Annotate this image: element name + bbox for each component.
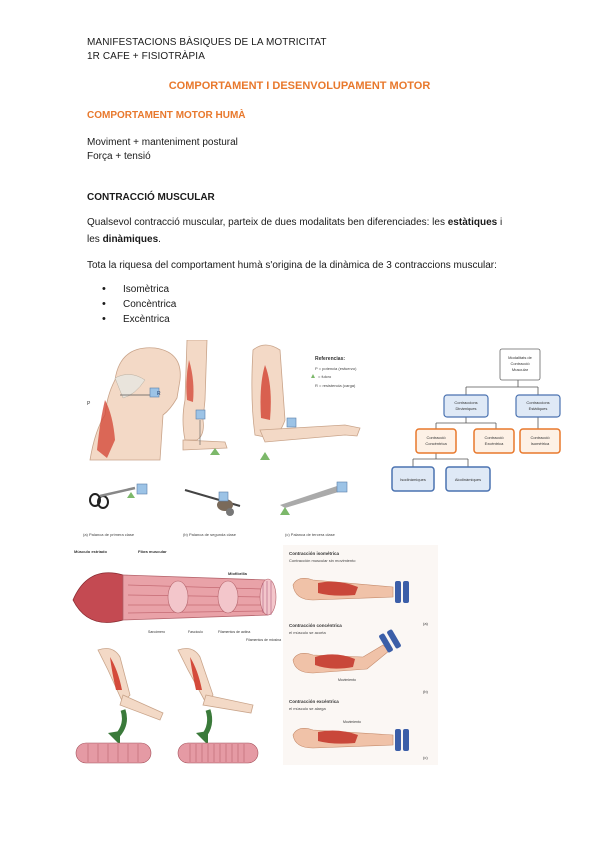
diagram-node-eccentric: Contracció Excèntrica [473, 428, 515, 454]
contraction-list: Isomètrica Concèntrica Excèntrica [100, 283, 176, 329]
lever-anatomy-figure: R P Referencias: P = potencia (esfuerzo)… [83, 340, 361, 537]
arm-extension-illustration [177, 648, 254, 745]
lever-letter-r: R [157, 391, 161, 397]
node-text: Contracció [484, 435, 504, 440]
muscle-labels: Músculo estriado Fibra muscular Miofibri… [74, 549, 281, 642]
node-text: Contracció [426, 435, 446, 440]
node-text: Isomètrica [531, 441, 550, 446]
list-item: Concèntrica [100, 298, 176, 314]
paragraph-richness: Tota la riquesa del comportament humà s'… [87, 260, 497, 271]
concentric-panel: Contracción concéntrica el músculo se ac… [289, 623, 429, 694]
node-text: Contracció [510, 361, 530, 366]
text-span: . [158, 234, 161, 245]
course-subtitle: 1R CAFE + FISIOTRÀPIA [87, 51, 205, 62]
node-text: Contraccions [526, 400, 549, 405]
lever-first-class: (a) Palanca de primera clase [83, 483, 148, 537]
node-text: Contracció [530, 435, 550, 440]
panel-subtitle: el músculo se alarga [289, 706, 326, 711]
node-text: Dinàmiques [455, 406, 476, 411]
panel-tag: (c) [423, 755, 428, 760]
node-text: Alodinàmiques [455, 477, 481, 482]
panel-subtitle: Contracción muscular sin movimiento [289, 558, 356, 563]
node-text: Modalitats de [508, 355, 533, 360]
list-item: Isomètrica [100, 283, 176, 299]
emphasis-static: estàtiques [447, 217, 498, 228]
panel-tag: (b) [423, 689, 429, 694]
muscle-structure-figure: Músculo estriado Fibra muscular Miofibri… [72, 549, 281, 764]
lever-letter-p: P [87, 401, 91, 407]
panel-title: Contracción excéntrica [289, 699, 339, 704]
eccentric-panel: Contracción excéntrica el músculo se ala… [289, 699, 428, 760]
page-title: COMPORTAMENT I DESENVOLUPAMENT MOTOR [168, 80, 431, 92]
text-line: Moviment + manteniment postural [87, 137, 238, 148]
node-text: Excèntrica [485, 441, 504, 446]
node-text: Muscular [512, 367, 529, 372]
figure-label: Filamentos de miosina [246, 638, 281, 642]
sarcomere-cylinders [75, 742, 259, 764]
section-heading-contraction: CONTRACCIÓ MUSCULAR [87, 192, 215, 203]
figure-label: Filamentos de actina [218, 630, 250, 634]
text-span: Qualsevol contracció muscular, parteix d… [87, 217, 448, 228]
muscle-fiber-bundle [72, 572, 277, 623]
figure-label: Sarcómero [148, 630, 165, 634]
contraction-types-figure: Contracción isométrica Contracción muscu… [283, 545, 438, 765]
contraction-modalities-diagram: Modalitats de Contracció Muscular Contra… [391, 348, 561, 492]
figure-label: Miofibrilla [228, 571, 248, 576]
diagram-node-isodynamic: Isodinàmiques [391, 466, 435, 492]
section-heading-motor: COMPORTAMENT MOTOR HUMÀ [87, 110, 246, 121]
figure-label: Fascículo [188, 630, 203, 634]
lever-legend: Referencias: P = potencia (esfuerzo) = f… [311, 356, 357, 388]
figure-label: Fibra muscular [138, 549, 167, 554]
list-item: Excèntrica [100, 313, 176, 329]
lever-third-class: (c) Palanca de tercera clase [280, 481, 348, 537]
text-line: Força + tensió [87, 151, 151, 162]
diagram-node-alodynamic: Alodinàmiques [445, 466, 491, 492]
text-span: i les [87, 217, 503, 245]
isometric-panel: Contracción isométrica Contracción muscu… [289, 551, 429, 626]
figure-label: Músculo estriado [74, 549, 107, 554]
legend-title: Referencias: [315, 356, 345, 362]
node-text: Contraccions [454, 400, 477, 405]
legend-item: P = potencia (esfuerzo) [315, 366, 357, 371]
arm-illustration [251, 344, 361, 460]
node-text: Estàtiques [529, 406, 548, 411]
diagram-node-static: Contraccions Estàtiques [515, 394, 561, 418]
diagram-connectors [412, 380, 539, 467]
node-text: Concèntrica [425, 441, 447, 446]
movement-label: Movimiento [343, 720, 361, 724]
head-neck-illustration [89, 347, 181, 461]
paragraph-modalities: Qualsevol contracció muscular, parteix d… [87, 214, 507, 248]
movement-label: Movimiento [338, 678, 356, 682]
lever-caption: (c) Palanca de tercera clase [285, 532, 336, 537]
course-title: MANIFESTACIONS BÀSIQUES DE LA MOTRICITAT [87, 37, 327, 48]
legend-item: R = resistencia (carga) [315, 383, 356, 388]
node-text: Isodinàmiques [400, 477, 426, 482]
leg-illustration [182, 340, 228, 455]
diagram-node-isometric: Contracció Isomètrica [519, 428, 561, 454]
panel-title: Contracción concéntrica [289, 623, 342, 628]
panel-tag: (a) [423, 621, 429, 626]
panel-title: Contracción isométrica [289, 551, 340, 556]
arm-flexion-illustration [97, 648, 164, 745]
diagram-node-dynamic: Contraccions Dinàmiques [443, 394, 489, 418]
legend-item: = fulcro [318, 374, 332, 379]
emphasis-dynamic: dinàmiques [102, 234, 159, 245]
lever-caption: (b) Palanca de segunda clase [183, 532, 237, 537]
diagram-node-concentric: Contracció Concèntrica [415, 428, 457, 454]
lever-second-class: (b) Palanca de segunda clase [183, 489, 241, 537]
diagram-node-root: Modalitats de Contracció Muscular [499, 348, 541, 381]
panel-subtitle: el músculo se acorta [289, 630, 326, 635]
lever-caption: (a) Palanca de primera clase [83, 532, 135, 537]
